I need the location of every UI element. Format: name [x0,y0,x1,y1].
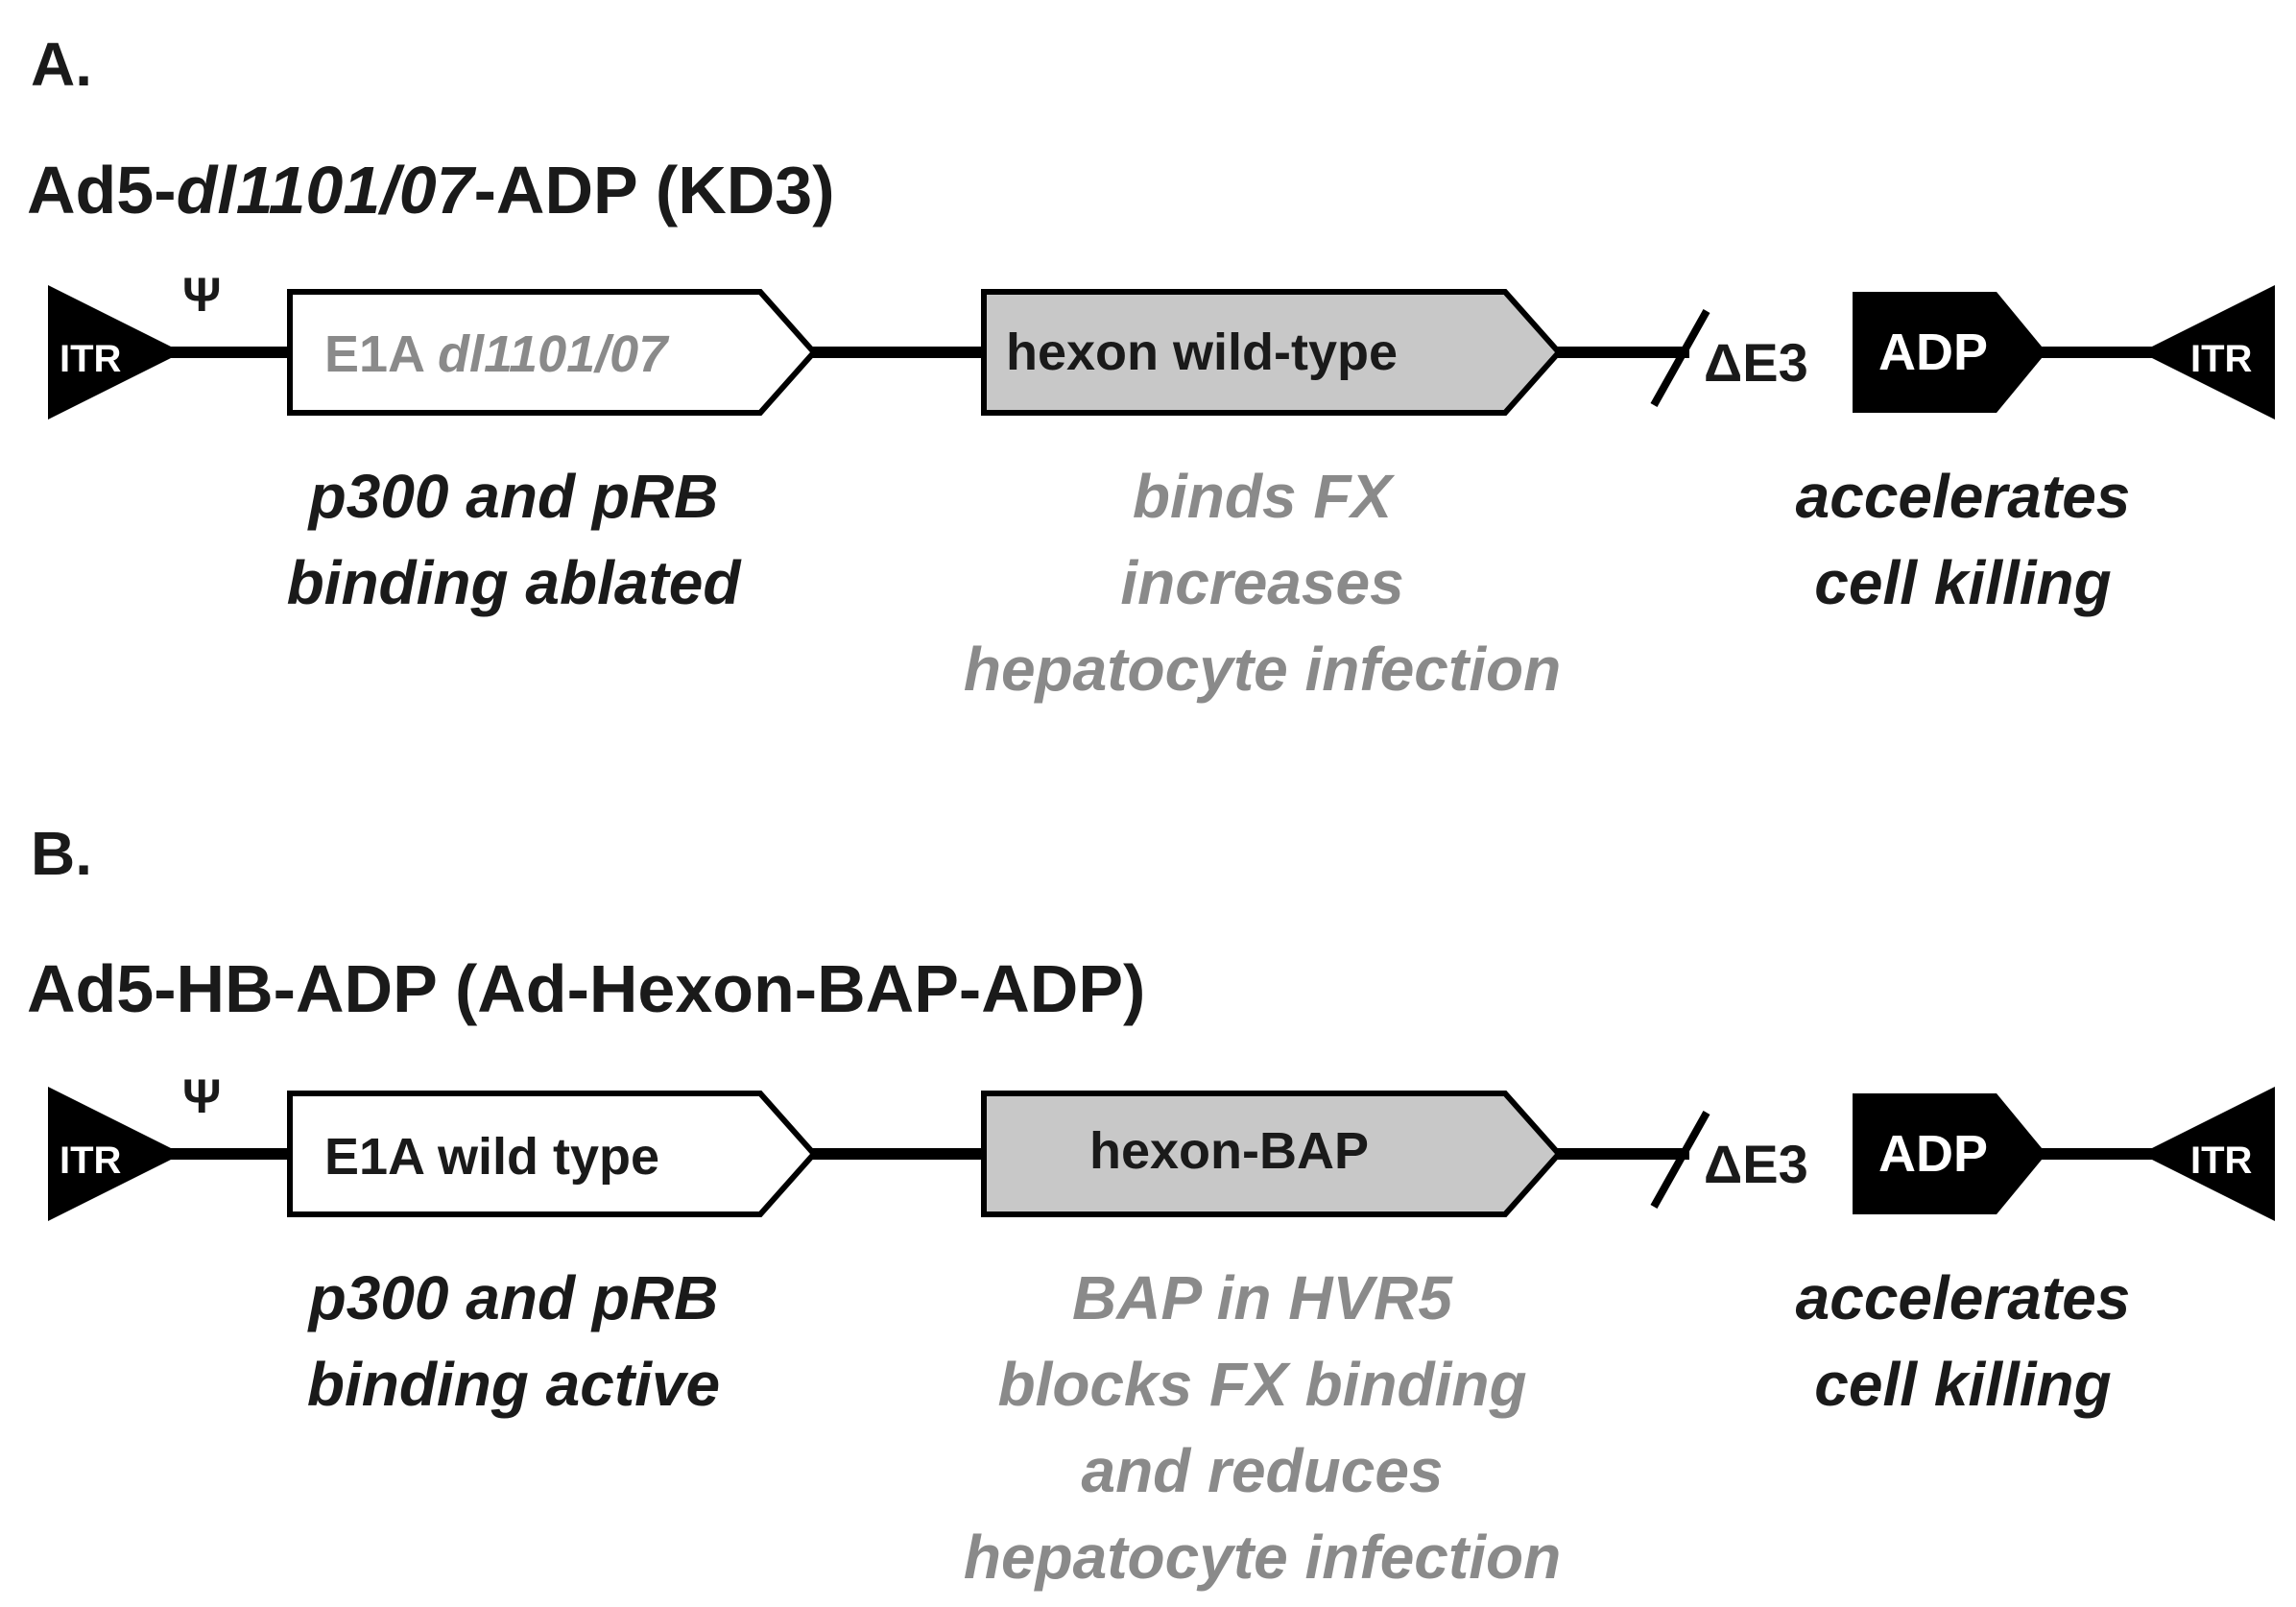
e1a-gene-arrow [287,1091,819,1217]
panel-b-title: Ad5-HB-ADP (Ad-Hexon-BAP-ADP) [27,951,1146,1026]
panel-a-title: Ad5-dl1101/07-ADP (KD3) [27,153,835,228]
hexon-note: BAP in HVR5 blocks FX binding and reduce… [963,1263,1562,1592]
panel-a-genome-map [48,285,2275,420]
itr-right-label: ITR [2190,338,2253,380]
itr-right-label: ITR [2190,1139,2253,1182]
itr-left-label: ITR [60,1139,122,1182]
adp-gene-arrow [1853,292,2046,413]
e1a-note: p300 and pRB binding ablated [286,462,741,617]
itr-left-label: ITR [60,338,122,380]
e1a-label: E1A wild type [324,1128,660,1186]
hexon-label: hexon wild-type [1006,324,1399,381]
adp-label: ADP [1878,324,1989,381]
adp-label: ADP [1878,1125,1989,1183]
hexon-gene-arrow [981,1091,1564,1217]
adp-gene-arrow [1853,1093,2046,1214]
panel-b-letter: B. [31,819,92,888]
adp-note: accelerates cell killing [1795,1263,2131,1419]
panel-a-letter: A. [31,30,92,99]
panel-b-genome-map [48,1087,2275,1221]
deletion-slash [1650,309,1710,407]
e1a-label: E1A dl1101/07 [324,325,668,383]
delta-e3-label: ΔE3 [1704,332,1808,393]
psi-packaging-signal: Ψ [182,268,222,322]
itr-left-triangle [48,285,182,420]
e1a-note: p300 and pRB binding active [306,1263,721,1419]
psi-packaging-signal: Ψ [182,1069,222,1123]
hexon-gene-arrow [981,289,1564,416]
itr-right-triangle [2141,1087,2275,1221]
itr-left-triangle [48,1087,182,1221]
e1a-gene-arrow [287,289,819,416]
delta-e3-label: ΔE3 [1704,1134,1808,1194]
itr-right-triangle [2141,285,2275,420]
hexon-note: binds FX increases hepatocyte infection [963,462,1562,704]
adp-note: accelerates cell killing [1795,462,2131,617]
deletion-slash [1650,1111,1710,1209]
hexon-label: hexon-BAP [1089,1122,1370,1180]
